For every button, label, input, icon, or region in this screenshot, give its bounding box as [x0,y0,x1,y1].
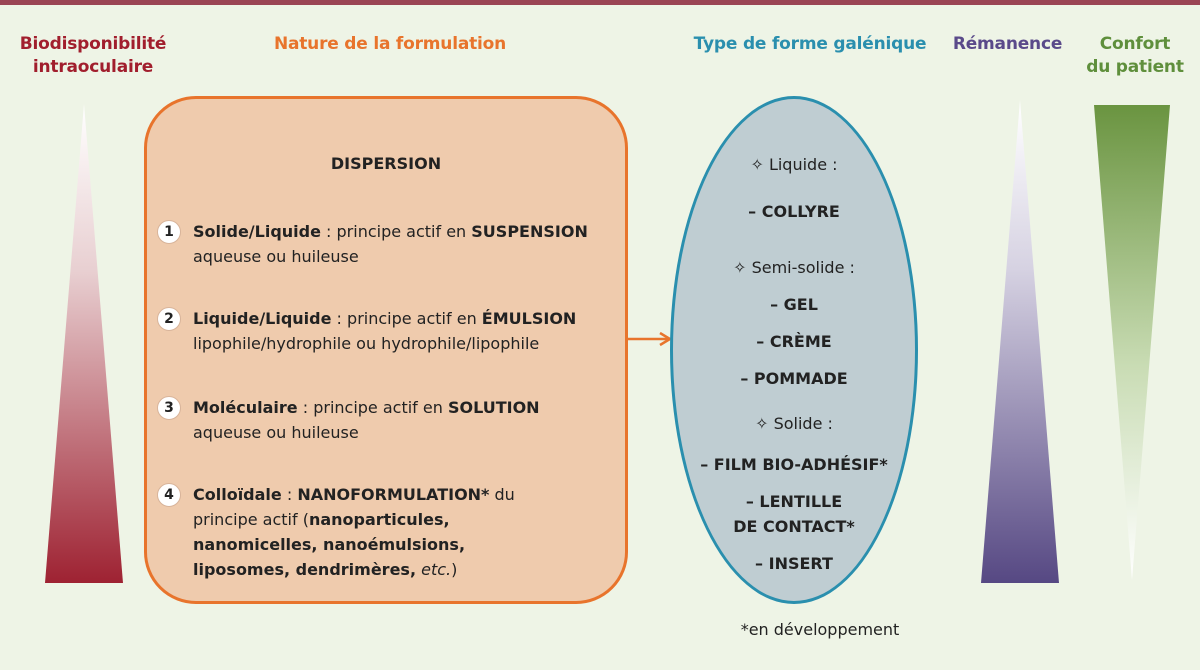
item-1-form: SUSPENSION [471,222,588,241]
item-4-examples: nanoparticules, nanomicelles, nanoémulsi… [193,510,466,579]
category-semisolide: ✧ Semi-solide : [733,258,855,277]
item-2-text: : principe actif en [331,309,482,328]
header-remanence: Rémanence [952,34,1063,54]
item-1-detail: aqueuse ou huileuse [193,247,359,266]
item-4-type: Colloïdale [193,485,282,504]
form-pommade: – POMMADE [740,369,848,388]
formulation-item-2: 2 Liquide/Liquide : principe actif en ÉM… [157,306,617,356]
item-4-text2: du principe actif ( [193,485,515,529]
item-2-type: Liquide/Liquide [193,309,332,328]
header-biodisponibilite: Biodisponibilité intraoculaire [8,33,178,79]
form-creme: – CRÈME [756,332,832,351]
item-number-badge: 4 [157,483,181,507]
panel-title: DISPERSION [330,154,442,173]
arrow-right-icon [628,331,673,347]
galenic-forms-ellipse: ✧ Liquide : – COLLYRE ✧ Semi-solide : – … [670,96,918,604]
header-nature-formulation: Nature de la formulation [273,34,507,54]
form-insert: – INSERT [755,554,833,573]
formulation-item-1: 1 Solide/Liquide : principe actif en SUS… [157,219,617,269]
formulation-item-3: 3 Moléculaire : principe actif en SOLUTI… [157,395,617,445]
item-3-text: : principe actif en [297,398,448,417]
item-4-close: ) [451,560,458,579]
category-liquide: ✧ Liquide : [750,155,838,174]
item-4-text: : [281,485,298,504]
header-bio-line2: intraoculaire [32,57,154,77]
header-confort-line2: du patient [1086,57,1184,77]
item-3-detail: aqueuse ou huileuse [193,423,359,442]
form-film-bioadhesif: – FILM BIO-ADHÉSIF* [700,455,888,474]
item-4-form: NANOFORMULATION* [297,485,490,504]
triangle-confort [1094,105,1170,580]
header-bio-line1: Biodisponibilité [19,34,167,54]
form-lentille-line1: – LENTILLE [745,492,843,511]
formulation-item-4: 4 Colloïdale : NANOFORMULATION* du princ… [157,482,617,582]
formulation-panel: DISPERSION 1 Solide/Liquide : principe a… [144,96,628,604]
form-gel: – GEL [770,295,818,314]
header-confort-line1: Confort [1099,34,1171,54]
item-2-detail: lipophile/hydrophile ou hydrophile/lipop… [193,334,540,353]
header-confort: Confort du patient [1080,33,1190,79]
item-1-text: : principe actif en [320,222,472,241]
item-number-badge: 2 [157,307,181,331]
form-lentille-line2: DE CONTACT* [733,517,855,536]
top-accent-bar [0,0,1200,5]
item-number-badge: 1 [157,220,181,244]
item-number-badge: 3 [157,396,181,420]
item-4-etc: etc. [421,560,452,579]
triangle-remanence [981,100,1059,583]
footnote: *en développement [740,620,900,639]
form-collyre: – COLLYRE [748,202,840,221]
item-2-form: ÉMULSION [481,309,577,328]
item-1-type: Solide/Liquide [193,222,321,241]
category-solide: ✧ Solide : [755,414,833,433]
header-type-forme: Type de forme galénique [693,34,927,54]
item-3-form: SOLUTION [447,398,540,417]
item-3-type: Moléculaire [193,398,298,417]
triangle-biodisponibilite [45,104,123,583]
